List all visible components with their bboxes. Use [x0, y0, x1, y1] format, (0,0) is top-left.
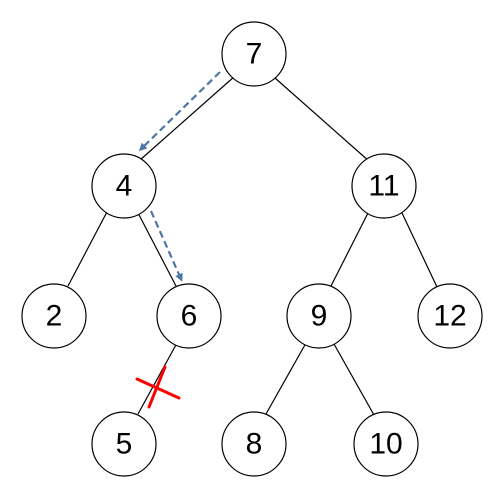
tree-node-6: 6 — [156, 283, 222, 349]
node-circle — [156, 283, 222, 349]
node-circle — [286, 283, 352, 349]
edge-6-5 — [137, 342, 178, 415]
tree-node-12: 12 — [417, 283, 483, 349]
edge-11-12 — [401, 212, 438, 288]
node-circle — [91, 411, 157, 477]
node-label: 8 — [246, 428, 263, 461]
search-path-arrows — [138, 71, 221, 282]
edge-9-8 — [265, 342, 307, 415]
node-circle — [91, 153, 157, 219]
search-arrow-7-to-4 — [138, 71, 221, 152]
tree-edges — [67, 75, 438, 416]
tree-node-4: 4 — [91, 153, 157, 219]
tree-node-9: 9 — [286, 283, 352, 349]
node-circle — [351, 153, 417, 219]
tree-node-8: 8 — [221, 411, 287, 477]
node-label: 2 — [46, 300, 63, 333]
node-circle — [221, 411, 287, 477]
tree-node-10: 10 — [353, 411, 419, 477]
tree-nodes: 7 4 11 2 6 9 12 5 — [21, 21, 483, 477]
node-label: 4 — [116, 170, 133, 203]
node-circle — [221, 21, 287, 87]
tree-node-11: 11 — [351, 153, 417, 219]
edge-11-9 — [330, 212, 369, 287]
edge-9-10 — [333, 343, 375, 416]
node-circle — [417, 283, 483, 349]
edge-4-6 — [136, 210, 177, 287]
edge-7-11 — [274, 77, 371, 163]
node-label: 7 — [246, 38, 263, 71]
tree-node-2: 2 — [21, 283, 87, 349]
cut-mark — [135, 365, 181, 409]
node-label: 12 — [433, 300, 466, 333]
edge-7-4 — [139, 75, 236, 161]
node-circle — [353, 411, 419, 477]
edge-4-2 — [67, 209, 109, 287]
tree-node-5: 5 — [91, 411, 157, 477]
node-label: 5 — [116, 428, 133, 461]
tree-node-7: 7 — [221, 21, 287, 87]
node-label: 10 — [369, 428, 402, 461]
node-label: 6 — [181, 300, 198, 333]
node-label: 9 — [311, 300, 328, 333]
node-label: 11 — [368, 170, 399, 203]
node-circle — [21, 283, 87, 349]
search-arrow-4-to-6 — [149, 210, 183, 282]
cut-mark-stroke-2 — [147, 365, 167, 409]
